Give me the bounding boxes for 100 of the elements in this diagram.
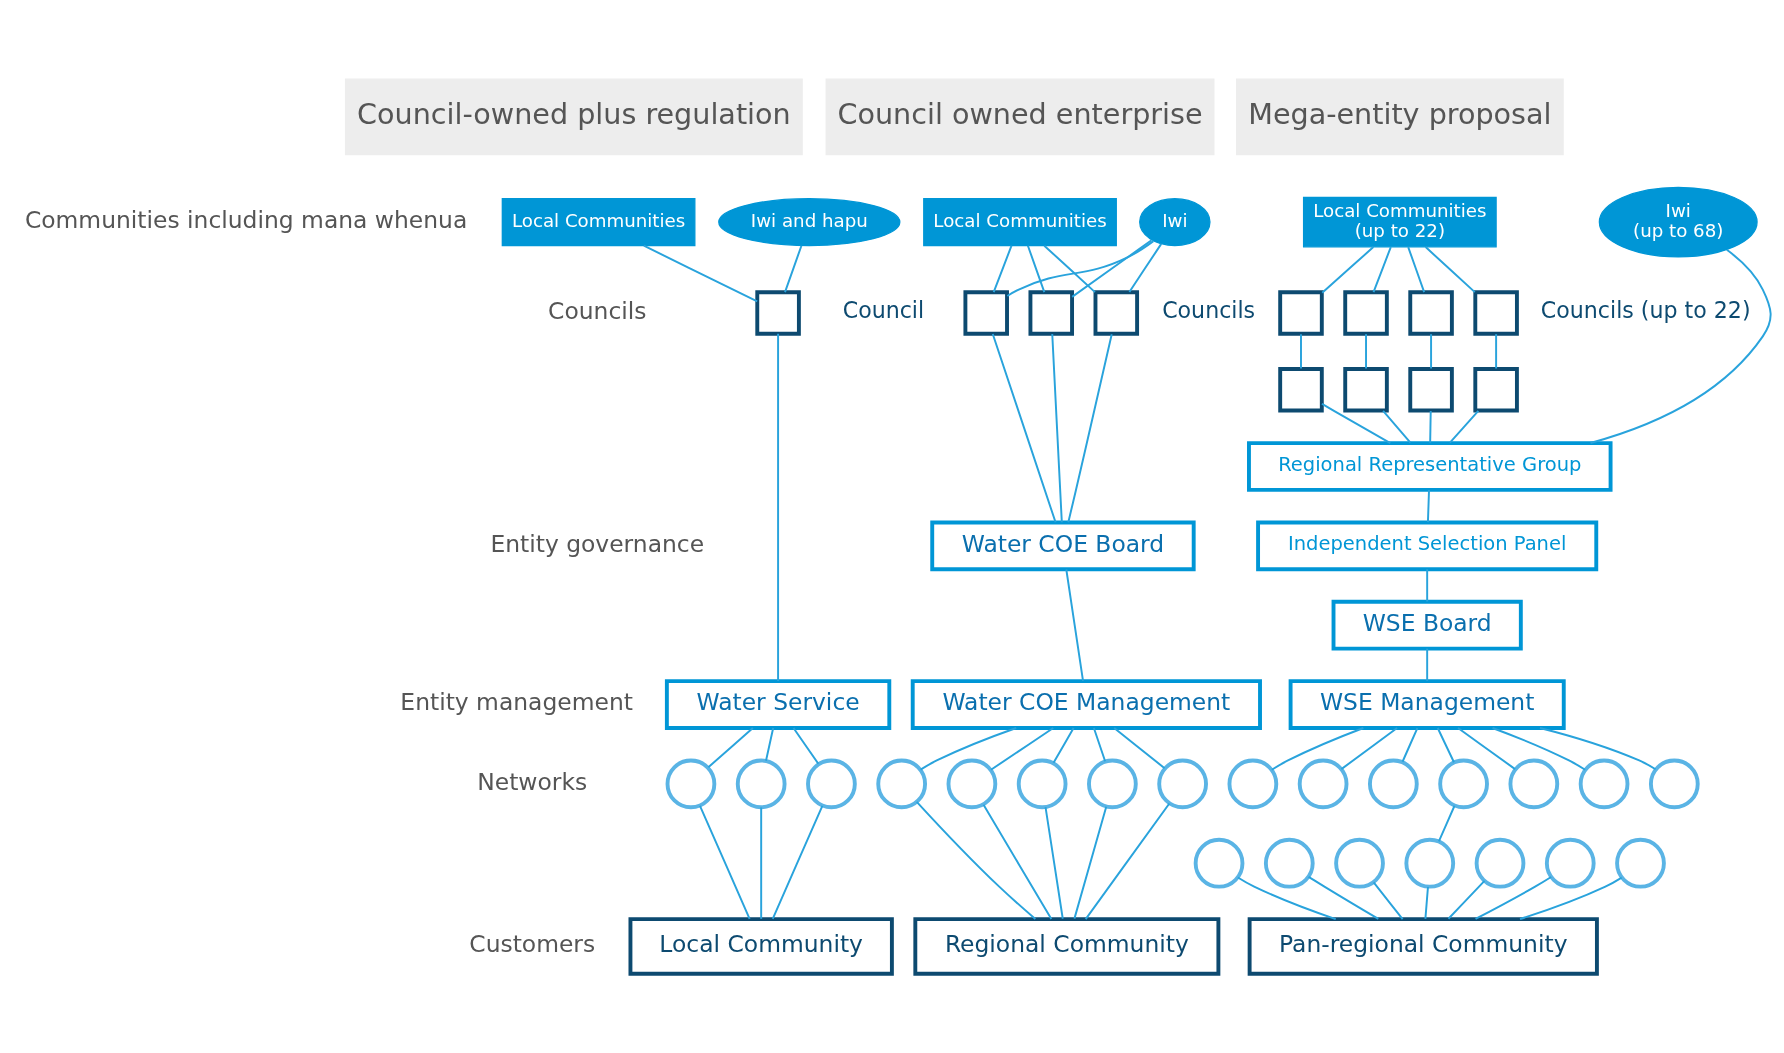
connector xyxy=(1372,246,1392,294)
connector xyxy=(1424,246,1476,294)
connector xyxy=(991,332,1057,524)
connector xyxy=(1429,409,1432,444)
connector xyxy=(919,727,1018,771)
connector xyxy=(1026,244,1046,294)
label: Customers xyxy=(469,930,596,959)
connector xyxy=(1407,246,1426,294)
node-circle xyxy=(1648,758,1700,810)
connector xyxy=(1052,727,1075,764)
node-box xyxy=(1278,290,1324,336)
connector xyxy=(784,244,803,294)
connector xyxy=(1270,727,1365,771)
connector xyxy=(1071,239,1153,298)
node-circle xyxy=(1193,837,1245,889)
connector xyxy=(1051,332,1063,524)
label: Entity management xyxy=(400,688,633,717)
node-circle xyxy=(1016,758,1068,810)
connector xyxy=(1426,568,1429,603)
node-circle xyxy=(1578,758,1630,810)
connector xyxy=(1372,881,1404,921)
connector xyxy=(1448,409,1480,444)
node-box: Water Service xyxy=(664,679,892,730)
label: Communities including mana whenua xyxy=(24,205,468,234)
node-box xyxy=(1343,290,1389,336)
node-box xyxy=(1093,290,1140,336)
connector xyxy=(1300,333,1302,370)
connector xyxy=(642,244,759,303)
connector xyxy=(1084,802,1171,921)
node-circle xyxy=(1334,837,1385,889)
connector xyxy=(1236,876,1337,921)
node-circle xyxy=(1157,758,1208,810)
node-box: Water COE Management xyxy=(910,679,1262,730)
node-circle xyxy=(1474,837,1526,889)
label: Networks xyxy=(477,767,588,796)
node-circle xyxy=(1404,837,1456,889)
connector xyxy=(1307,875,1380,920)
node-box: Pan-regional Community xyxy=(1247,917,1599,976)
node-box xyxy=(1343,367,1389,413)
connector xyxy=(1426,489,1430,524)
node-circle xyxy=(1087,758,1138,810)
node-label: Councils (up to 22) xyxy=(1540,297,1751,324)
connector xyxy=(1073,805,1108,920)
connector xyxy=(1065,568,1084,682)
connector xyxy=(1092,727,1107,763)
connector xyxy=(765,727,775,762)
node-label: Council xyxy=(842,297,925,324)
connector xyxy=(777,332,780,682)
node-box: Local Communities xyxy=(923,198,1117,247)
connector xyxy=(771,804,824,920)
node-circle xyxy=(1615,837,1666,889)
connector xyxy=(982,803,1053,920)
node-box xyxy=(1278,367,1324,413)
node-box xyxy=(1473,290,1519,336)
node-label: Councils xyxy=(1162,297,1256,324)
connector xyxy=(1426,647,1429,682)
connector xyxy=(1491,727,1587,771)
connector xyxy=(1320,402,1392,445)
node-box xyxy=(1408,367,1454,413)
node-box: WSE Board xyxy=(1331,599,1523,651)
label: Councils xyxy=(548,296,647,325)
connector xyxy=(1401,727,1419,763)
node-circle xyxy=(1544,837,1596,889)
node-box xyxy=(1028,290,1074,336)
connector xyxy=(707,727,754,769)
connector xyxy=(1382,409,1412,444)
connector xyxy=(1474,876,1553,920)
connector xyxy=(1365,333,1367,370)
connector xyxy=(1538,727,1657,771)
node-ellipse: Iwi xyxy=(1139,198,1211,247)
node-box: Local Communities (up to 22) xyxy=(1302,196,1497,248)
connector xyxy=(990,727,1055,771)
node-box: WSE Management xyxy=(1288,679,1566,730)
connector xyxy=(1447,879,1486,920)
connector xyxy=(992,244,1013,294)
node-ellipse: Iwi (up to 68) xyxy=(1598,186,1758,258)
node-box xyxy=(963,290,1009,336)
connector xyxy=(1430,333,1433,370)
connector xyxy=(1437,804,1456,843)
node-circle xyxy=(1297,758,1349,810)
connector xyxy=(1457,727,1517,771)
connector xyxy=(792,727,820,765)
node-box: Water COE Board xyxy=(930,520,1196,572)
node-box: Independent Selection Panel xyxy=(1256,520,1599,572)
node-circle xyxy=(1368,758,1419,810)
connector xyxy=(1128,242,1163,293)
node-circle xyxy=(1263,837,1315,889)
node-box xyxy=(755,290,801,336)
node-box: Local Communities xyxy=(501,198,696,247)
connector xyxy=(1043,244,1096,294)
connector xyxy=(1044,806,1064,920)
connector xyxy=(915,800,1037,920)
node-box: Local Community xyxy=(628,917,894,976)
connector xyxy=(1067,333,1113,524)
connector xyxy=(699,804,751,920)
node-circle xyxy=(1508,758,1560,810)
node-box: Regional Community xyxy=(913,917,1221,976)
node-circle xyxy=(735,758,787,810)
connector xyxy=(1113,727,1166,770)
connector xyxy=(1424,886,1429,920)
